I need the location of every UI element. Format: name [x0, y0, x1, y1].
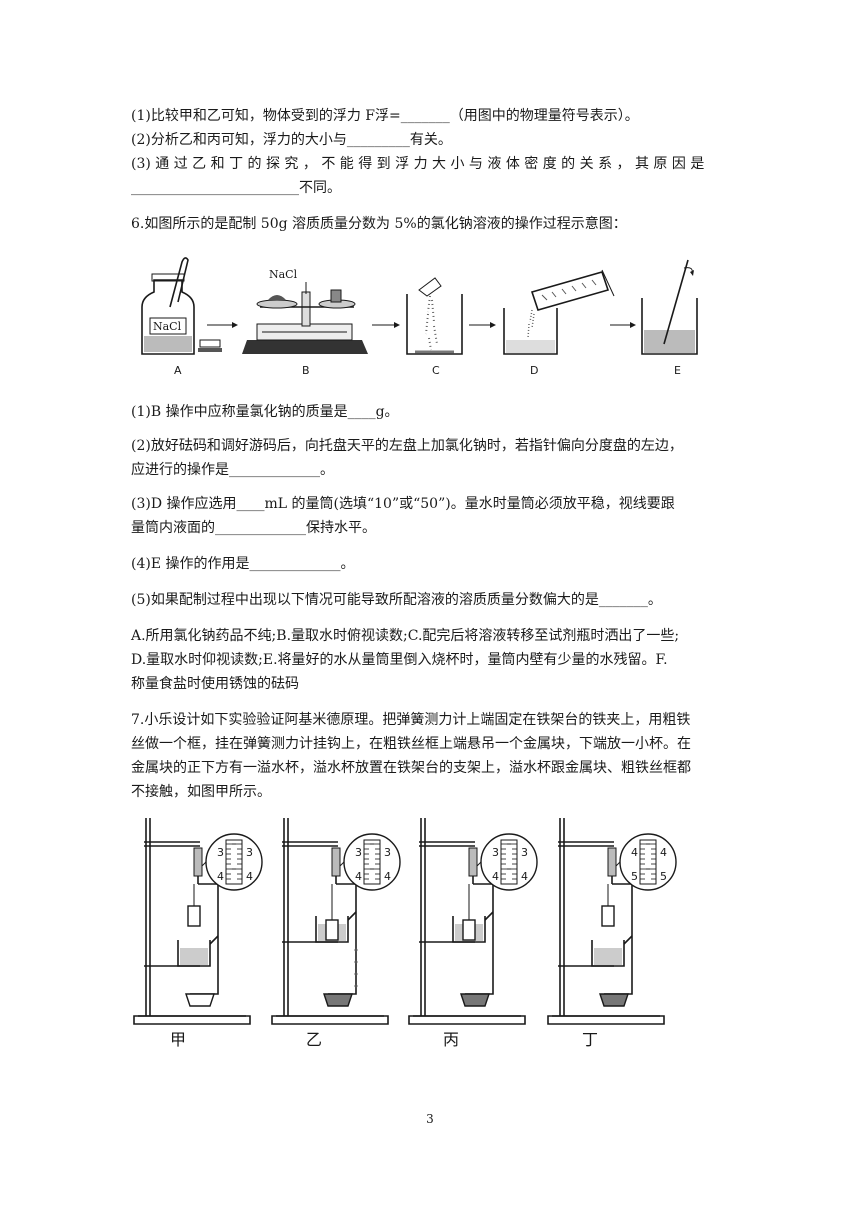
- arrow-b-c-icon: [372, 322, 400, 328]
- setup-label-jia: 甲: [170, 1030, 187, 1049]
- scale-top-number-right: 4: [660, 846, 667, 859]
- step-label-c: C: [432, 364, 440, 377]
- scale-bottom-number-right: 4: [384, 870, 391, 883]
- question-7-stem-line-1: 7.小乐设计如下实验验证阿基米德原理。把弹簧测力计上端固定在铁架台的铁夹上，用粗…: [131, 712, 691, 728]
- scale-bottom-number-right: 4: [246, 870, 253, 883]
- iron-stand-setup-2: 3 4 3 4: [271, 818, 401, 1025]
- scale-bottom-number: 4: [492, 870, 499, 883]
- setup-label-ding: 丁: [582, 1030, 599, 1049]
- question-5-part-2: (2)分析乙和丙可知，浮力的大小与_________有关。: [131, 132, 452, 148]
- setup-label-bing: 丙: [443, 1030, 460, 1049]
- solution-preparation-figure: NaCl NaCl: [132, 252, 722, 382]
- scale-top-number: 3: [217, 846, 224, 859]
- question-7-stem-line-3: 金属块的正下方有一溢水杯，溢水杯放置在铁架台的支架上，溢水杯跟金属块、粗铁丝框都: [131, 760, 691, 776]
- arrow-a-b-icon: [207, 322, 238, 328]
- step-label-d: D: [530, 364, 539, 377]
- step-label-a: A: [174, 364, 182, 377]
- scale-top-number-right: 3: [521, 846, 528, 859]
- stir-solution-icon: [641, 259, 698, 355]
- iron-stand-diagrams: 3 4 3 4 3 4 3 4 3 4 3 4 4 5 4 5: [133, 818, 677, 1025]
- iron-stand-setup-3: 3 4 3 4: [408, 818, 538, 1025]
- question-5-part-3-cont: ________________________不同。: [131, 180, 341, 196]
- question-7-stem-line-2: 丝做一个框，挂在弹簧测力计挂钩上，在粗铁丝框上端悬吊一个金属块，下端放一小杯。在: [131, 736, 691, 752]
- question-6-option-line-1: A.所用氯化钠药品不纯;B.量取水时俯视读数;C.配完后将溶液转移至试剂瓶时洒出…: [131, 628, 680, 644]
- scale-top-number-right: 3: [246, 846, 253, 859]
- question-5-part-3: (3) 通 过 乙 和 丁 的 探 究 ， 不 能 得 到 浮 力 大 小 与 …: [131, 156, 705, 172]
- question-6-part-2: (2)放好砝码和调好游码后，向托盘天平的左盘上加氯化钠时，若指针偏向分度盘的左边…: [131, 438, 683, 454]
- reagent-bottle-icon: NaCl: [141, 257, 222, 355]
- scale-top-number-right: 3: [384, 846, 391, 859]
- question-6-option-line-2: D.量取水时仰视读数;E.将量好的水从量筒里倒入烧杯时，量筒内壁有少量的水残留。…: [131, 652, 668, 668]
- question-6-part-1: (1)B 操作中应称量氯化钠的质量是____g。: [131, 404, 399, 420]
- scale-bottom-number-right: 4: [521, 870, 528, 883]
- question-6-part-4: (4)E 操作的作用是_____________。: [131, 556, 355, 572]
- scale-bottom-number-right: 5: [660, 870, 667, 883]
- beaker-salt-icon: [406, 277, 463, 355]
- balance-icon: NaCl: [242, 268, 368, 354]
- scale-bottom-number: 4: [355, 870, 362, 883]
- step-label-e: E: [674, 364, 681, 377]
- question-6-stem: 6.如图所示的是配制 50g 溶质质量分数为 5%的氯化钠溶液的操作过程示意图：: [131, 216, 627, 232]
- scale-top-number: 3: [492, 846, 499, 859]
- iron-stand-setup-4: 4 5 4 5: [547, 818, 677, 1025]
- balance-salt-label: NaCl: [269, 268, 298, 281]
- pour-water-icon: [503, 269, 615, 355]
- question-7-stem-line-4: 不接触，如图甲所示。: [131, 784, 271, 800]
- question-6-option-line-3: 称量食盐时使用锈蚀的砝码: [131, 676, 299, 692]
- arrow-d-e-icon: [610, 322, 636, 328]
- bottle-label: NaCl: [153, 320, 182, 333]
- question-6-part-3: (3)D 操作应选用____mL 的量筒(选填“10”或“50”)。量水时量筒必…: [131, 496, 675, 512]
- scale-top-number: 4: [631, 846, 638, 859]
- arrow-c-d-icon: [469, 322, 496, 328]
- scale-top-number: 3: [355, 846, 362, 859]
- solution-preparation-diagram: NaCl NaCl: [141, 257, 698, 355]
- step-label-b: B: [302, 364, 310, 377]
- scale-bottom-number: 5: [631, 870, 638, 883]
- question-6-part-3-cont: 量筒内液面的_____________保持水平。: [131, 520, 376, 536]
- archimedes-experiment-figure: 3 4 3 4 3 4 3 4 3 4 3 4 4 5 4 5 甲 乙 丙 丁: [130, 818, 690, 1058]
- iron-stand-setup-1: 3 4 3 4: [133, 818, 263, 1025]
- question-6-part-5: (5)如果配制过程中出现以下情况可能导致所配溶液的溶质质量分数偏大的是_____…: [131, 592, 662, 608]
- page-number: 3: [426, 1112, 434, 1126]
- setup-label-yi: 乙: [306, 1030, 323, 1049]
- question-6-part-2-cont: 应进行的操作是_____________。: [131, 462, 334, 478]
- question-5-part-1: (1)比较甲和乙可知，物体受到的浮力 F浮=_______（用图中的物理量符号表…: [131, 108, 639, 124]
- scale-bottom-number: 4: [217, 870, 224, 883]
